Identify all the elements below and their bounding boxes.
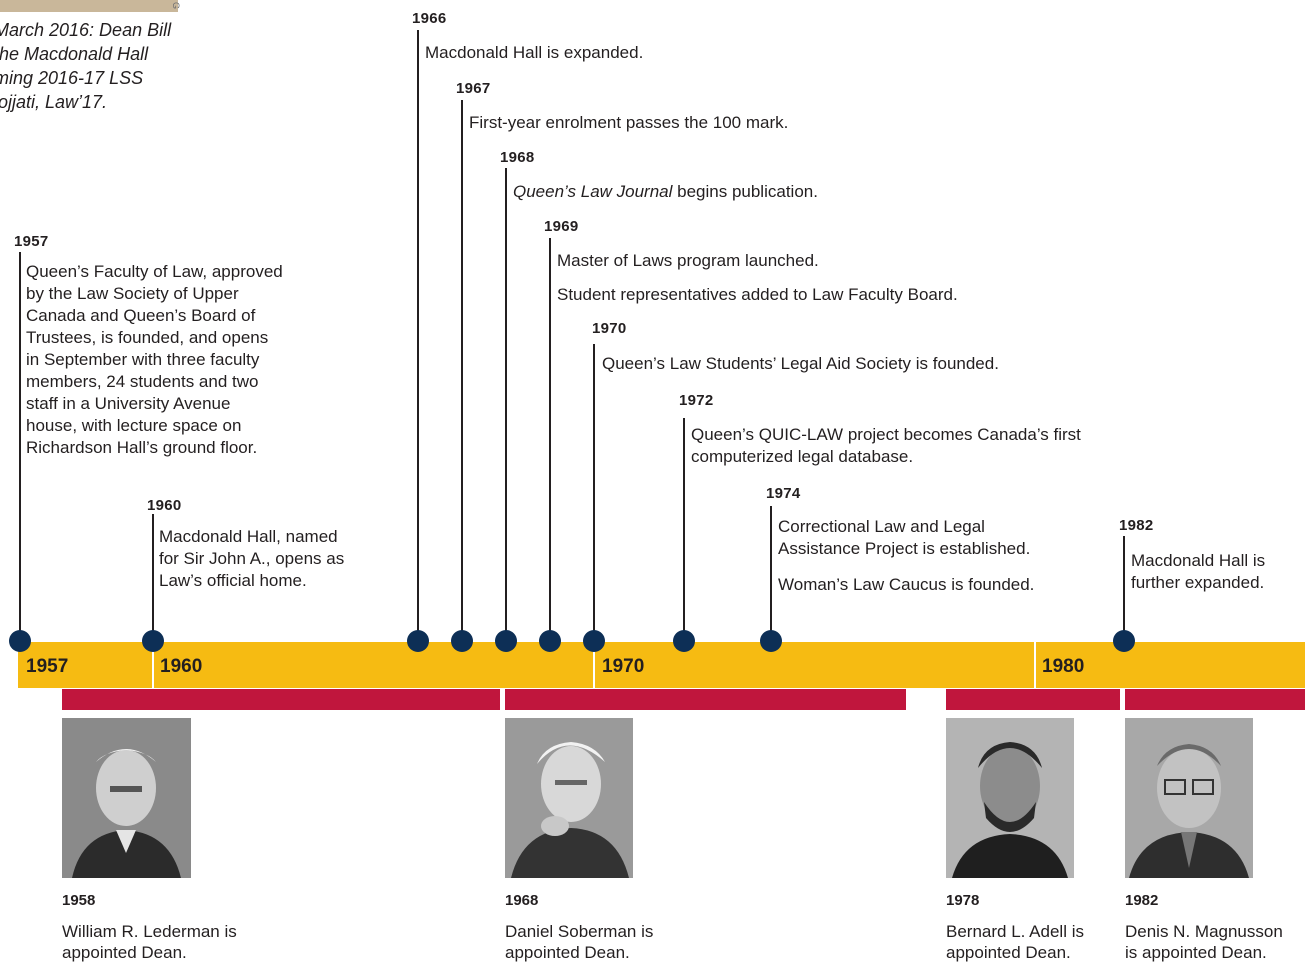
dean-text: William R. Lederman is appointed Dean.: [62, 922, 237, 962]
timeline-band: [18, 642, 1305, 688]
dean-text: Bernard L. Adell is appointed Dean.: [946, 922, 1084, 962]
event-dot: [760, 630, 782, 652]
dean-tenure-bar: [62, 689, 500, 710]
dean-portrait: [1125, 718, 1253, 878]
event-stem-1969: [549, 238, 551, 640]
event-dot: [9, 630, 31, 652]
event-stem-1960: [152, 514, 154, 640]
dean-text: Denis N. Magnusson is appointed Dean.: [1125, 922, 1283, 962]
event-text: Student representatives added to Law Fac…: [557, 285, 958, 304]
event-year: 1967: [456, 80, 491, 97]
event-text: First-year enrolment passes the 100 mark…: [469, 113, 789, 132]
event-dot: [407, 630, 429, 652]
band-label: 1970: [602, 656, 645, 677]
event-year: 1970: [592, 320, 627, 337]
event-year: 1966: [412, 10, 447, 27]
event-year: 1957: [14, 233, 49, 250]
event-text: Queen’s QUIC-LAW project becomes Canada’…: [691, 425, 1081, 466]
dean-year: 1978: [946, 892, 980, 909]
dean-tenure-bar: [946, 689, 1120, 710]
event-text: Macdonald Hall is expanded.: [425, 43, 644, 62]
band-label: 1960: [160, 656, 203, 677]
band-divider: [152, 642, 154, 688]
event-stem-1968: [505, 168, 507, 640]
band-divider: [593, 642, 595, 688]
dean-portrait: [946, 718, 1074, 878]
cropped-photo: [0, 0, 178, 12]
event-year: 1960: [147, 497, 182, 514]
event-dot: [583, 630, 605, 652]
event-dot: [142, 630, 164, 652]
event-stem-1972: [683, 418, 685, 640]
dean-tenure-bar: [1125, 689, 1305, 710]
dean-portrait: [505, 718, 633, 878]
band-label: 1957: [26, 656, 69, 677]
event-dot: [451, 630, 473, 652]
event-stem-1970: [593, 344, 595, 640]
event-year: 1974: [766, 485, 801, 502]
event-text: Queen’s Law Journal begins publication.: [513, 182, 818, 201]
event-year: 1982: [1119, 517, 1154, 534]
event-text: Queen’s Law Students’ Legal Aid Society …: [602, 354, 999, 373]
event-text: Woman’s Law Caucus is founded.: [778, 575, 1035, 594]
dean-year: 1958: [62, 892, 96, 909]
event-dot: [495, 630, 517, 652]
event-stem-1974: [770, 506, 772, 640]
event-stem-1982: [1123, 536, 1125, 640]
event-stem-1967: [461, 100, 463, 640]
photo-caption: March 2016: Dean Bill the Macdonald Hall…: [0, 20, 172, 112]
dean-text: Daniel Soberman is appointed Dean.: [505, 922, 654, 962]
event-year: 1969: [544, 218, 579, 235]
event-text: Master of Laws program launched.: [557, 251, 819, 270]
event-stem-1966: [417, 30, 419, 640]
event-dot: [539, 630, 561, 652]
band-divider: [1034, 642, 1036, 688]
event-dot: [673, 630, 695, 652]
dean-portrait: [62, 718, 191, 878]
dean-year: 1968: [505, 892, 539, 909]
event-year: 1968: [500, 149, 535, 166]
event-stem-1957: [19, 252, 21, 640]
event-year: 1972: [679, 392, 714, 409]
dean-year: 1982: [1125, 892, 1159, 909]
photo-credit: G: [171, 2, 181, 10]
event-dot: [1113, 630, 1135, 652]
band-label: 1980: [1042, 656, 1085, 677]
dean-tenure-bar: [505, 689, 906, 710]
